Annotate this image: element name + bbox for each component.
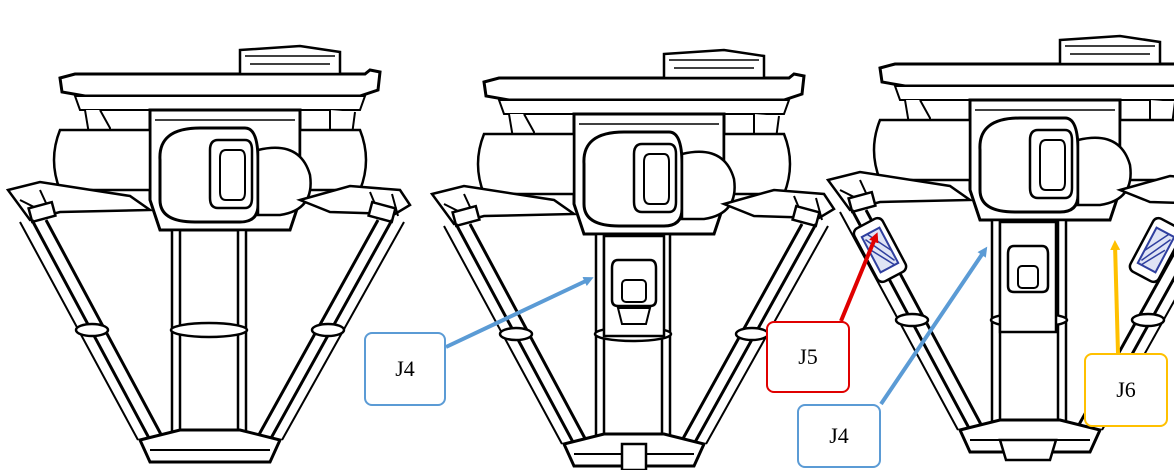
robot-left: [6, 44, 412, 464]
robot-middle: [430, 48, 836, 470]
j4-middle-arrow: [445, 277, 594, 349]
robot-right: [826, 34, 1174, 462]
j4-right-label: J4: [797, 404, 881, 468]
j5-arrow: [839, 232, 879, 322]
j6-label: J6: [1084, 353, 1168, 427]
j5-label: J5: [766, 321, 850, 393]
j6-arrow: [1110, 240, 1121, 354]
j4-right-arrow: [879, 246, 988, 406]
j4-middle-label: J4: [364, 332, 446, 406]
